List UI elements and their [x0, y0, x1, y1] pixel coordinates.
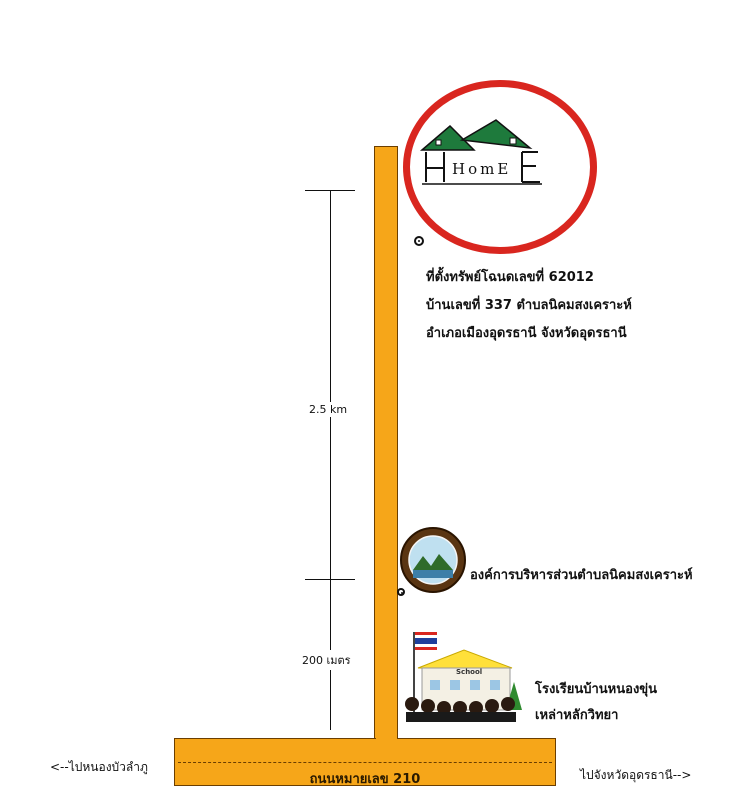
sao-location-pin-icon [397, 588, 405, 596]
distance-dimension-line [330, 190, 331, 730]
home-logo-icon [419, 119, 542, 185]
school-sign-label: School [456, 668, 483, 676]
school-label-line-1: โรงเรียนบ้านหนองขุ่น [535, 682, 658, 697]
distance-upper-label: 2.5 km [309, 402, 348, 417]
home-location-pin-icon [414, 236, 424, 246]
school-label-line-2: เหล่าหลักวิทยา [535, 708, 619, 723]
dimension-tick-top [305, 190, 355, 191]
address-line-2: บ้านเลขที่ 337 ตำบลนิคมสงเคราะห์ [426, 298, 632, 313]
sao-seal-icon [400, 527, 466, 593]
sao-label: องค์การบริหารส่วนตำบลนิคมสงเคราะห์ [470, 568, 693, 583]
address-line-3: อำเภอเมืองอุดรธานี จังหวัดอุดรธานี [426, 326, 627, 341]
right-direction-label: ไปจังหวัดอุดรธานี--> [580, 768, 692, 782]
left-direction-label: <--ไปหนองบัวลำภู [50, 760, 148, 774]
address-line-1: ที่ตั้งทรัพย์โฉนดเลขที่ 62012 [426, 270, 594, 285]
dimension-tick-middle [305, 579, 355, 580]
road-name-label: ถนนหมายเลข 210 [309, 772, 421, 787]
road-junction [375, 735, 397, 743]
road-center-line [178, 762, 552, 763]
school-icon [405, 632, 522, 722]
home-logo-text: HomE [452, 160, 512, 178]
vertical-road [374, 146, 398, 744]
distance-lower-label: 200 เมตร [302, 650, 351, 670]
